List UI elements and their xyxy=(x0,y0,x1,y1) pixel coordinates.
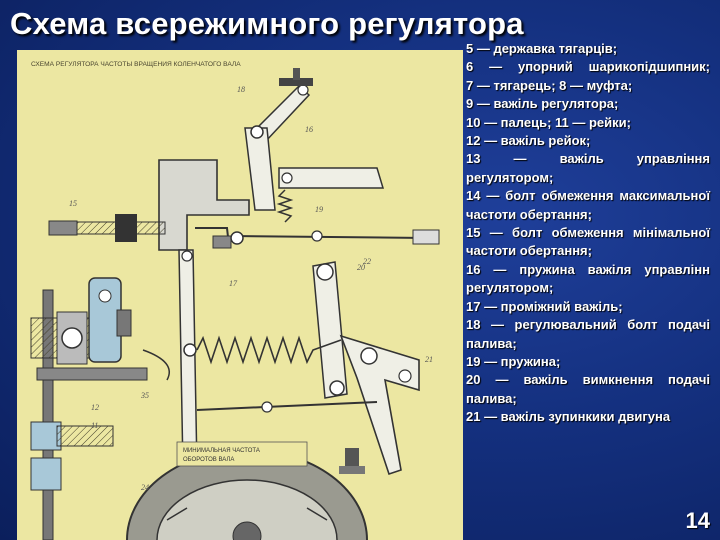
legend-item-20: 20 — важіль вимкнення подачі палива; xyxy=(466,372,710,406)
callout-18: 18 xyxy=(237,85,245,94)
flywheel xyxy=(126,449,368,540)
upper-lever xyxy=(244,84,311,211)
page-number: 14 xyxy=(685,508,710,533)
legend-item-13: 13 — важіль управління регулятором; xyxy=(466,151,710,185)
slide-title: Схема всережимного регулятора xyxy=(10,6,524,41)
inset-caption-line-2: ОБОРОТОВ ВАЛА xyxy=(183,457,234,463)
legend-item-10-11: 10 — палець; 11 — рейки; xyxy=(466,114,631,130)
spring-16 xyxy=(196,335,342,365)
legend-item-21: 21 — важіль зупинкики двигуна xyxy=(466,409,671,425)
intermediate-lever xyxy=(196,401,378,413)
callout-24: 24 xyxy=(141,483,149,492)
legend-item-14: 14 — болт обмеження максимальної частоти… xyxy=(466,188,710,222)
callout-15: 15 xyxy=(69,199,77,208)
legend-item-16: 16 — пружина важіля управлінн регуляторо… xyxy=(466,261,710,296)
legend-item-17: 17 — проміжний важіль; xyxy=(466,298,623,314)
min-speed-bolt xyxy=(48,214,166,242)
callout-16: 16 xyxy=(305,125,313,134)
rod-14 xyxy=(195,227,440,249)
callout-35: 35 xyxy=(140,391,149,400)
callout-19: 19 xyxy=(315,205,323,214)
callout-11: 11 xyxy=(91,421,98,430)
diagram-caption: СХЕМА РЕГУЛЯТОРА ЧАСТОТЫ ВРАЩЕНИЯ КОЛЕНЧ… xyxy=(31,61,241,68)
callout-17: 17 xyxy=(229,279,238,288)
legend-item-19: 19 — пружина; xyxy=(466,353,561,369)
inset-caption: МИНИМАЛЬНАЯ ЧАСТОТА ОБОРОТОВ ВАЛА xyxy=(176,441,308,467)
governor-lever xyxy=(178,249,200,471)
link-22 xyxy=(312,261,348,399)
inset-caption-line-1: МИНИМАЛЬНАЯ ЧАСТОТА xyxy=(183,448,260,454)
callout-22: 22 xyxy=(363,257,371,266)
legend: 5 — державка тягарців; 6 — упорний шарик… xyxy=(466,40,710,427)
spring-19 xyxy=(276,189,294,223)
legend-item-6: 6 — упорний шарикопідшипник; xyxy=(466,59,710,75)
legend-item-18: 18 — регулювальний болт подачі палива; xyxy=(466,317,710,351)
legend-item-9: 9 — важіль регулятора; xyxy=(466,96,619,112)
engine-stop-lever xyxy=(339,334,420,476)
callout-21: 21 xyxy=(425,355,433,364)
regulator-diagram: СХЕМА РЕГУЛЯТОРА ЧАСТОТЫ ВРАЩЕНИЯ КОЛЕНЧ… xyxy=(17,50,463,540)
callout-12: 12 xyxy=(91,403,99,412)
housing-bracket xyxy=(158,159,385,251)
governor-shaft xyxy=(30,277,170,540)
legend-item-5: 5 — державка тягарців; xyxy=(466,41,618,56)
legend-item-15: 15 — болт обмеження мінімальної частоти … xyxy=(466,225,710,259)
bolt-12 xyxy=(339,448,365,474)
callout-20: 20 xyxy=(357,263,365,272)
legend-item-7-8: 7 — тягарець; 8 — муфта; xyxy=(466,77,633,93)
legend-item-12: 12 — важіль рейок; xyxy=(466,133,591,149)
adjusting-screw xyxy=(279,68,313,86)
